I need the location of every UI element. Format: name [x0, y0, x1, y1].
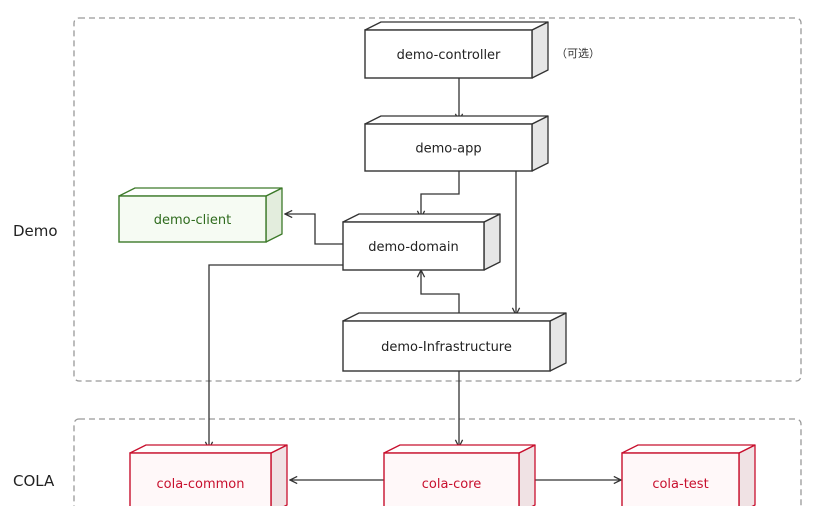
node-cola-core-label: cola-core — [422, 477, 482, 492]
node-cola-common-top — [129, 444, 288, 454]
edge-infrastructure-to-domain — [421, 270, 460, 318]
node-demo-controller-side — [531, 21, 549, 79]
node-cola-core: cola-core — [383, 444, 536, 506]
node-demo-domain-top — [342, 213, 501, 223]
node-cola-test-label: cola-test — [652, 477, 708, 492]
node-demo-infrastructure-side — [549, 312, 567, 372]
node-cola-common-side — [270, 444, 288, 506]
node-cola-test-top — [621, 444, 756, 454]
node-cola-core-front — [383, 452, 520, 506]
node-cola-test: cola-test — [621, 444, 756, 506]
node-demo-infrastructure-front — [342, 320, 551, 372]
node-cola-core-side — [518, 444, 536, 506]
node-demo-domain-front — [342, 221, 485, 271]
node-demo-controller-label: demo-controller — [397, 48, 501, 63]
demo-group-container — [73, 17, 802, 382]
node-demo-infrastructure-top — [342, 312, 567, 322]
node-cola-common-front — [129, 452, 272, 506]
node-cola-test-side — [738, 444, 756, 506]
node-cola-test-front — [621, 452, 740, 506]
node-demo-domain-label: demo-domain — [368, 240, 459, 255]
node-demo-domain-side — [483, 213, 501, 271]
node-demo-infrastructure: demo-Infrastructure — [342, 312, 567, 372]
node-demo-infrastructure-label: demo-Infrastructure — [381, 340, 512, 355]
node-cola-common-label: cola-common — [157, 477, 245, 492]
node-cola-core-top — [383, 444, 536, 454]
cola-group-container — [73, 418, 802, 506]
edges — [209, 78, 621, 480]
demo-group-label: Demo — [13, 222, 58, 240]
nodes-layer: demo-controller demo-app demo-client demo-d… — [118, 21, 756, 506]
edge-domain-to-client — [285, 214, 343, 245]
node-demo-app-side — [531, 115, 549, 172]
node-demo-app-top — [364, 115, 549, 125]
node-demo-client: demo-client — [118, 187, 283, 243]
node-demo-client-label: demo-client — [154, 213, 232, 228]
controller-optional-note: （可选） — [556, 47, 600, 60]
cola-group-label: COLA — [13, 472, 55, 490]
node-demo-controller-front — [364, 29, 533, 79]
node-demo-app-label: demo-app — [415, 142, 481, 157]
node-demo-client-top — [118, 187, 283, 197]
node-demo-controller-top — [364, 21, 549, 31]
node-cola-common: cola-common — [129, 444, 288, 506]
node-demo-controller: demo-controller — [364, 21, 549, 79]
node-demo-domain: demo-domain — [342, 213, 501, 271]
node-demo-app-front — [364, 123, 533, 172]
edge-domain-to-cola-common — [209, 264, 343, 449]
node-demo-client-front — [118, 195, 267, 243]
edge-app-to-domain — [421, 171, 460, 218]
node-demo-client-side — [265, 187, 283, 243]
node-demo-app: demo-app — [364, 115, 549, 172]
